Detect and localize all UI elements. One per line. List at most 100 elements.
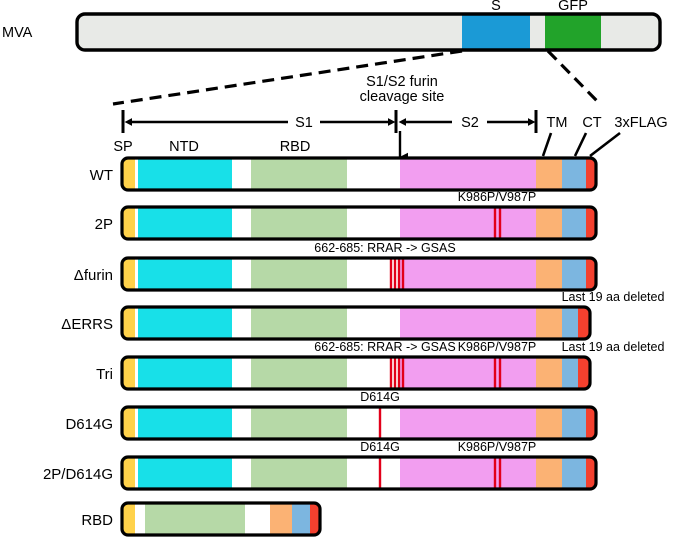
- marker-2p-mutation: [493, 457, 497, 489]
- segment-tm: [536, 457, 562, 489]
- segment-s2: [400, 158, 536, 190]
- segment-flag: [578, 357, 590, 389]
- construct-label: 2P: [95, 216, 113, 233]
- segment-flag: [586, 158, 596, 190]
- terminal-label-3xflag: 3xFLAG: [614, 115, 667, 131]
- segment-sp: [122, 457, 135, 489]
- marker-furin-deletion: [393, 357, 397, 389]
- construct-bar-outline: [120, 305, 592, 341]
- segment-tm: [536, 258, 562, 290]
- region-arrow-bar: S1 S2 S1/S2 furin cleavage site SP NTD R…: [113, 74, 668, 162]
- segment-flag: [310, 503, 320, 535]
- construct-bar-fill: [122, 407, 596, 439]
- construct-bar-fill: [122, 258, 596, 290]
- segment-s2: [400, 258, 536, 290]
- construct-bar-outline: [120, 405, 598, 441]
- segment-sp: [122, 407, 135, 439]
- domain-label-sp: SP: [113, 139, 132, 155]
- segment-ntd: [138, 457, 232, 489]
- segment-ntd: [138, 158, 232, 190]
- segment-flag: [578, 307, 590, 339]
- marker-furin-deletion: [401, 357, 405, 389]
- segment-ntd: [138, 357, 232, 389]
- segment-rbd: [251, 158, 347, 190]
- segment-sp: [122, 503, 135, 535]
- segment-rbd: [251, 407, 347, 439]
- segment-rbd: [251, 357, 347, 389]
- segment-s2: [400, 207, 536, 239]
- construct-label: Tri: [96, 366, 113, 383]
- mva-backbone-outline: [75, 12, 662, 52]
- segment-ct: [562, 207, 586, 239]
- segment-tm: [536, 357, 562, 389]
- segment-spacer-1: [135, 503, 145, 535]
- segment-s2: [400, 407, 536, 439]
- segment-gap-1: [232, 158, 251, 190]
- segment-tm: [536, 407, 562, 439]
- construct-annotation: K986P/V987P: [458, 340, 537, 354]
- segment-s2: [400, 307, 536, 339]
- segment-flag: [586, 258, 596, 290]
- marker-furin-deletion: [389, 258, 393, 290]
- terminal-label-tm: TM: [547, 115, 568, 131]
- construct-bar-outline: [120, 256, 598, 292]
- segment-spacer-1: [135, 457, 138, 489]
- segment-sp: [122, 158, 135, 190]
- segment-gap-2: [347, 158, 400, 190]
- segment-s2: [400, 457, 536, 489]
- segment-ntd: [138, 307, 232, 339]
- segment-rbd: [251, 258, 347, 290]
- construct-bar-outline: [120, 355, 592, 391]
- segment-gap-1: [232, 258, 251, 290]
- marker-d614g-mutation: [378, 457, 382, 489]
- segment-rbd: [145, 503, 245, 535]
- mva-insert-s: [462, 14, 530, 50]
- construct-annotation: K986P/V987P: [458, 440, 537, 454]
- domain-label-rbd: RBD: [280, 139, 311, 155]
- segment-spacer-1: [135, 407, 138, 439]
- segment-flag: [586, 207, 596, 239]
- segment-ct: [292, 503, 310, 535]
- segment-sp: [122, 207, 135, 239]
- construct-bar-fill: [122, 357, 590, 389]
- mva-insert-gfp: [545, 14, 601, 50]
- segment-ct: [562, 407, 586, 439]
- construct-label: 2P/D614G: [43, 466, 113, 483]
- terminal-label-ct: CT: [582, 115, 601, 131]
- segment-rbd: [251, 207, 347, 239]
- segment-gap-1: [232, 407, 251, 439]
- mva-backbone-fill: [77, 14, 660, 50]
- construct-row: RBD: [81, 501, 322, 537]
- segment-ct: [562, 307, 578, 339]
- segment-tm: [536, 307, 562, 339]
- segment-spacer-1: [135, 207, 138, 239]
- terminal-leader-ticks: [541, 131, 621, 158]
- construct-label: D614G: [65, 416, 113, 433]
- segment-ct: [562, 258, 586, 290]
- segment-flag: [586, 457, 596, 489]
- segment-rbd: [251, 457, 347, 489]
- construct-bar-outline: [120, 156, 598, 192]
- segment-ntd: [138, 207, 232, 239]
- segment-spacer-1: [135, 357, 138, 389]
- marker-2p-mutation: [498, 357, 502, 389]
- segment-spacer-1: [135, 158, 138, 190]
- mva-label: MVA: [2, 25, 33, 41]
- construct-annotation: 662-685: RRAR -> GSAS: [314, 241, 455, 255]
- leader-right: [546, 49, 602, 106]
- segment-sp: [122, 258, 135, 290]
- segment-gap-2: [347, 207, 400, 239]
- segment-ct: [562, 457, 586, 489]
- cleavage-label-line1: S1/S2 furin: [366, 74, 438, 90]
- segment-ct: [562, 357, 578, 389]
- marker-furin-deletion: [401, 258, 405, 290]
- mva-insert-gfp-label: GFP: [558, 0, 588, 14]
